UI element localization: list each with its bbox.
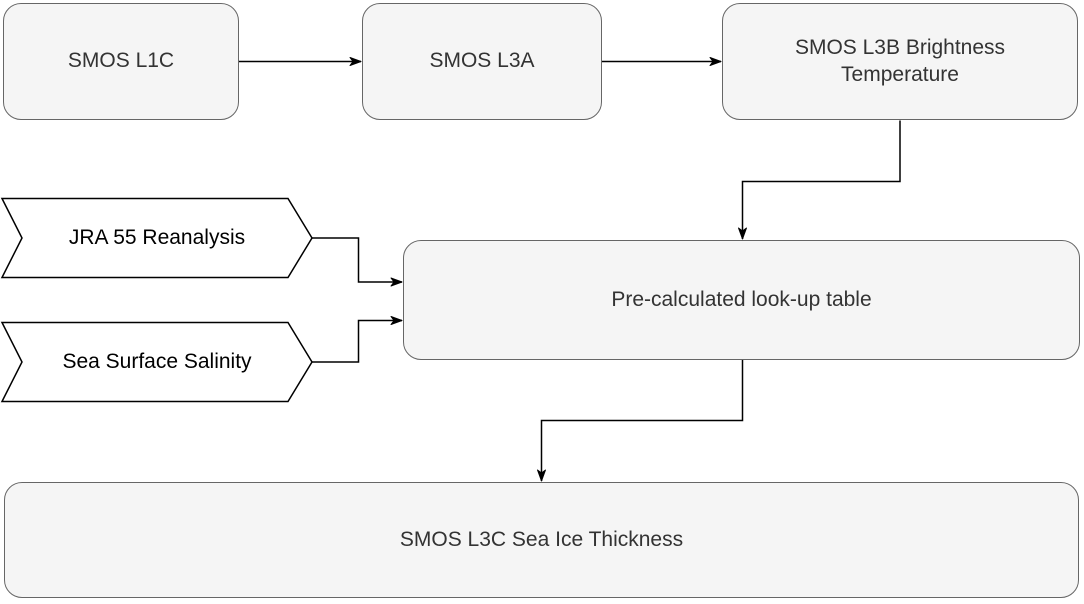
node-sea-surface-salinity: Sea Surface Salinity (12, 322, 302, 402)
node-precalculated-lookup-table: Pre-calculated look-up table (403, 240, 1080, 360)
chevron-sea-surface-salinity-shape (0, 321, 313, 403)
edge-lut-to-l3c (537, 360, 744, 482)
node-jra55-label: JRA 55 Reanalysis (68, 226, 246, 249)
node-smos-l1c: SMOS L1C (3, 3, 239, 120)
node-smos-l3c-label: SMOS L3C Sea Ice Thickness (399, 527, 684, 551)
node-lookup-table-label: Pre-calculated look-up table (611, 287, 872, 311)
node-sea-surface-salinity-label: Sea Surface Salinity (62, 350, 252, 373)
chevron-jra55-shape (0, 197, 313, 279)
edge-l3b-to-lut (738, 120, 901, 240)
node-smos-l3a: SMOS L3A (362, 3, 602, 120)
node-smos-l3b-brightness-temperature: SMOS L3B Brightness Temperature (722, 3, 1078, 120)
node-smos-l3b-label: SMOS L3B Brightness Temperature (794, 36, 1006, 86)
node-jra55-reanalysis: JRA 55 Reanalysis (12, 198, 302, 278)
node-smos-l1c-label: SMOS L1C (67, 49, 175, 73)
node-smos-l3c-sea-ice-thickness: SMOS L3C Sea Ice Thickness (4, 482, 1079, 598)
edge-sss-to-lut (312, 316, 403, 363)
node-smos-l3a-label: SMOS L3A (429, 49, 535, 73)
edge-jra-to-lut (312, 237, 403, 287)
